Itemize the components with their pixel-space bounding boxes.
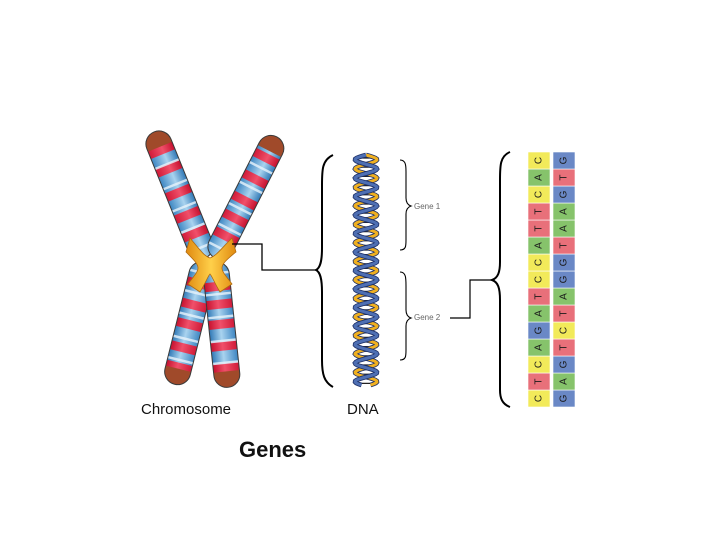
chromosome-band <box>230 190 258 211</box>
base-letter: T <box>559 174 570 180</box>
chromosome-arm-upper-left <box>142 127 218 263</box>
base-letter: A <box>559 293 570 300</box>
chromosome-arm-upper-right <box>203 130 289 264</box>
base-letter: G <box>534 326 545 334</box>
centromere <box>185 237 237 293</box>
base-letter: A <box>534 310 545 317</box>
dna-left-brace <box>313 154 334 388</box>
base-letter: A <box>534 344 545 351</box>
base-letter: T <box>559 344 570 350</box>
base-cell-left <box>527 151 551 170</box>
genes-title: Genes <box>239 437 306 462</box>
base-letter: G <box>559 275 570 283</box>
base-letter: G <box>559 156 570 164</box>
base-letter: C <box>559 327 570 334</box>
base-letter: G <box>559 258 570 266</box>
chromosome-band <box>208 318 235 330</box>
base-letter: A <box>559 378 570 385</box>
gene1-brace <box>399 159 413 251</box>
base-letter: T <box>534 208 545 214</box>
gene1-label: Gene 1 <box>414 202 441 211</box>
base-letter: T <box>559 310 570 316</box>
base-letter: G <box>559 394 570 402</box>
gene2-connector-line <box>450 279 492 319</box>
chromosome-band <box>221 208 249 229</box>
dna-strand-1 <box>353 153 379 387</box>
chromosome-band <box>241 169 269 190</box>
base-letter: C <box>534 395 545 402</box>
gene2-label: Gene 2 <box>414 313 441 322</box>
base-letter: T <box>534 225 545 231</box>
base-letter: T <box>534 378 545 384</box>
chromosome-band <box>252 147 280 168</box>
base-letter: A <box>559 208 570 215</box>
chromosome-band <box>155 159 183 178</box>
base-letter: A <box>534 174 545 181</box>
base-letter: T <box>559 242 570 248</box>
chromosome-illustration <box>142 127 289 389</box>
sequence-left-brace <box>488 151 511 408</box>
chromosome-band <box>164 183 193 202</box>
gene2-brace <box>399 271 413 361</box>
base-letter: C <box>534 157 545 164</box>
chromosome-band <box>147 140 176 160</box>
base-letter: C <box>534 259 545 266</box>
chromosome-band <box>175 317 204 333</box>
base-letter: A <box>559 225 570 232</box>
base-letter: C <box>534 191 545 198</box>
base-letter: C <box>534 276 545 283</box>
chromosome-band <box>173 205 202 224</box>
base-letter: G <box>559 360 570 368</box>
base-cell-right <box>552 151 576 170</box>
base-sequence-ladder: C T C A G A T C C A T T C A C G A G T C T A G G T A A G T G <box>527 151 576 408</box>
chromosome-arm-lower-left <box>161 258 218 388</box>
chromosome-band <box>210 340 238 352</box>
base-letter: G <box>559 190 570 198</box>
dna-double-helix <box>352 152 380 388</box>
chromosome-band <box>206 298 233 311</box>
chromosome-band <box>169 340 198 356</box>
chromosome-band <box>180 297 208 313</box>
base-letter: C <box>534 361 545 368</box>
base-letter: A <box>534 242 545 249</box>
dna-label: DNA <box>347 401 379 418</box>
chromosome-band <box>181 224 209 243</box>
chromosome-connector-line <box>232 243 318 271</box>
base-letter: T <box>534 293 545 299</box>
chromosome-label: Chromosome <box>141 401 231 418</box>
dna-strand-2 <box>353 153 379 387</box>
